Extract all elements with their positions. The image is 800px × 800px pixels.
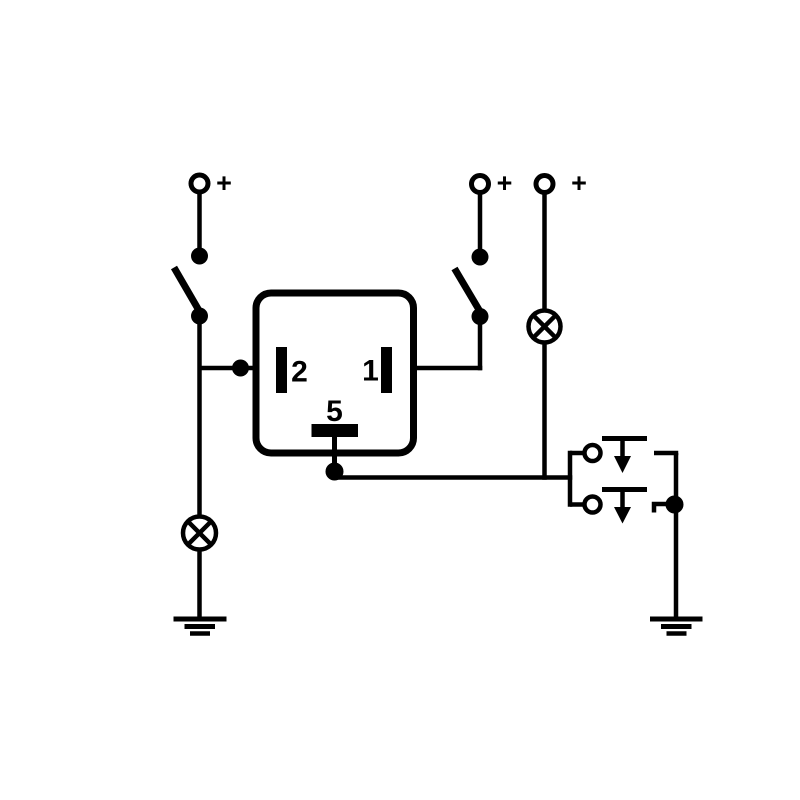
pushbutton-top (570, 436, 679, 473)
plus-label: + (571, 168, 587, 198)
pushbutton-cluster (567, 436, 684, 619)
ground-symbol-left (173, 616, 227, 636)
switch-blade-icon (451, 266, 485, 316)
junction-dot (665, 495, 684, 514)
left-branch: + (170, 168, 254, 636)
plus-terminal-icon (533, 173, 556, 195)
plus-label: + (216, 168, 232, 198)
relay-pin-bar-2 (276, 347, 287, 393)
ground-symbol-right (650, 616, 703, 636)
plus-terminal-icon (188, 172, 211, 195)
middle-branch: + (415, 168, 513, 371)
middle-supply-terminal: + (469, 168, 513, 198)
lamp-left (180, 514, 219, 552)
lamp-cross (186, 519, 213, 547)
plus-terminal-icon (469, 173, 491, 195)
pushbutton-bottom (570, 487, 672, 524)
left-supply-terminal: + (188, 168, 232, 198)
down-arrow-icon (614, 456, 631, 473)
down-arrow-icon (614, 507, 631, 524)
switch-contact-dot (471, 248, 489, 266)
contact-terminal-icon (582, 494, 603, 515)
toggle-switch-left (170, 247, 208, 325)
contact-terminal-icon (582, 442, 603, 464)
lamp-right (526, 308, 563, 345)
toggle-switch-middle (451, 248, 489, 325)
relay-pin-bar-1 (381, 347, 392, 393)
relay-pin-label-2: 2 (291, 356, 308, 389)
lamp-cross (531, 313, 558, 340)
junction-dot (232, 359, 249, 377)
switch-blade-icon (170, 265, 205, 316)
relay-pin-label-1: 1 (362, 355, 379, 388)
plus-label: + (497, 168, 513, 198)
relay-pin-bar-5 (311, 424, 358, 437)
switch-contact-dot (191, 247, 208, 265)
right-branch: + (526, 168, 587, 480)
relay-pin-label-5: 5 (326, 395, 343, 428)
relay-box: 2 1 5 (252, 289, 417, 481)
